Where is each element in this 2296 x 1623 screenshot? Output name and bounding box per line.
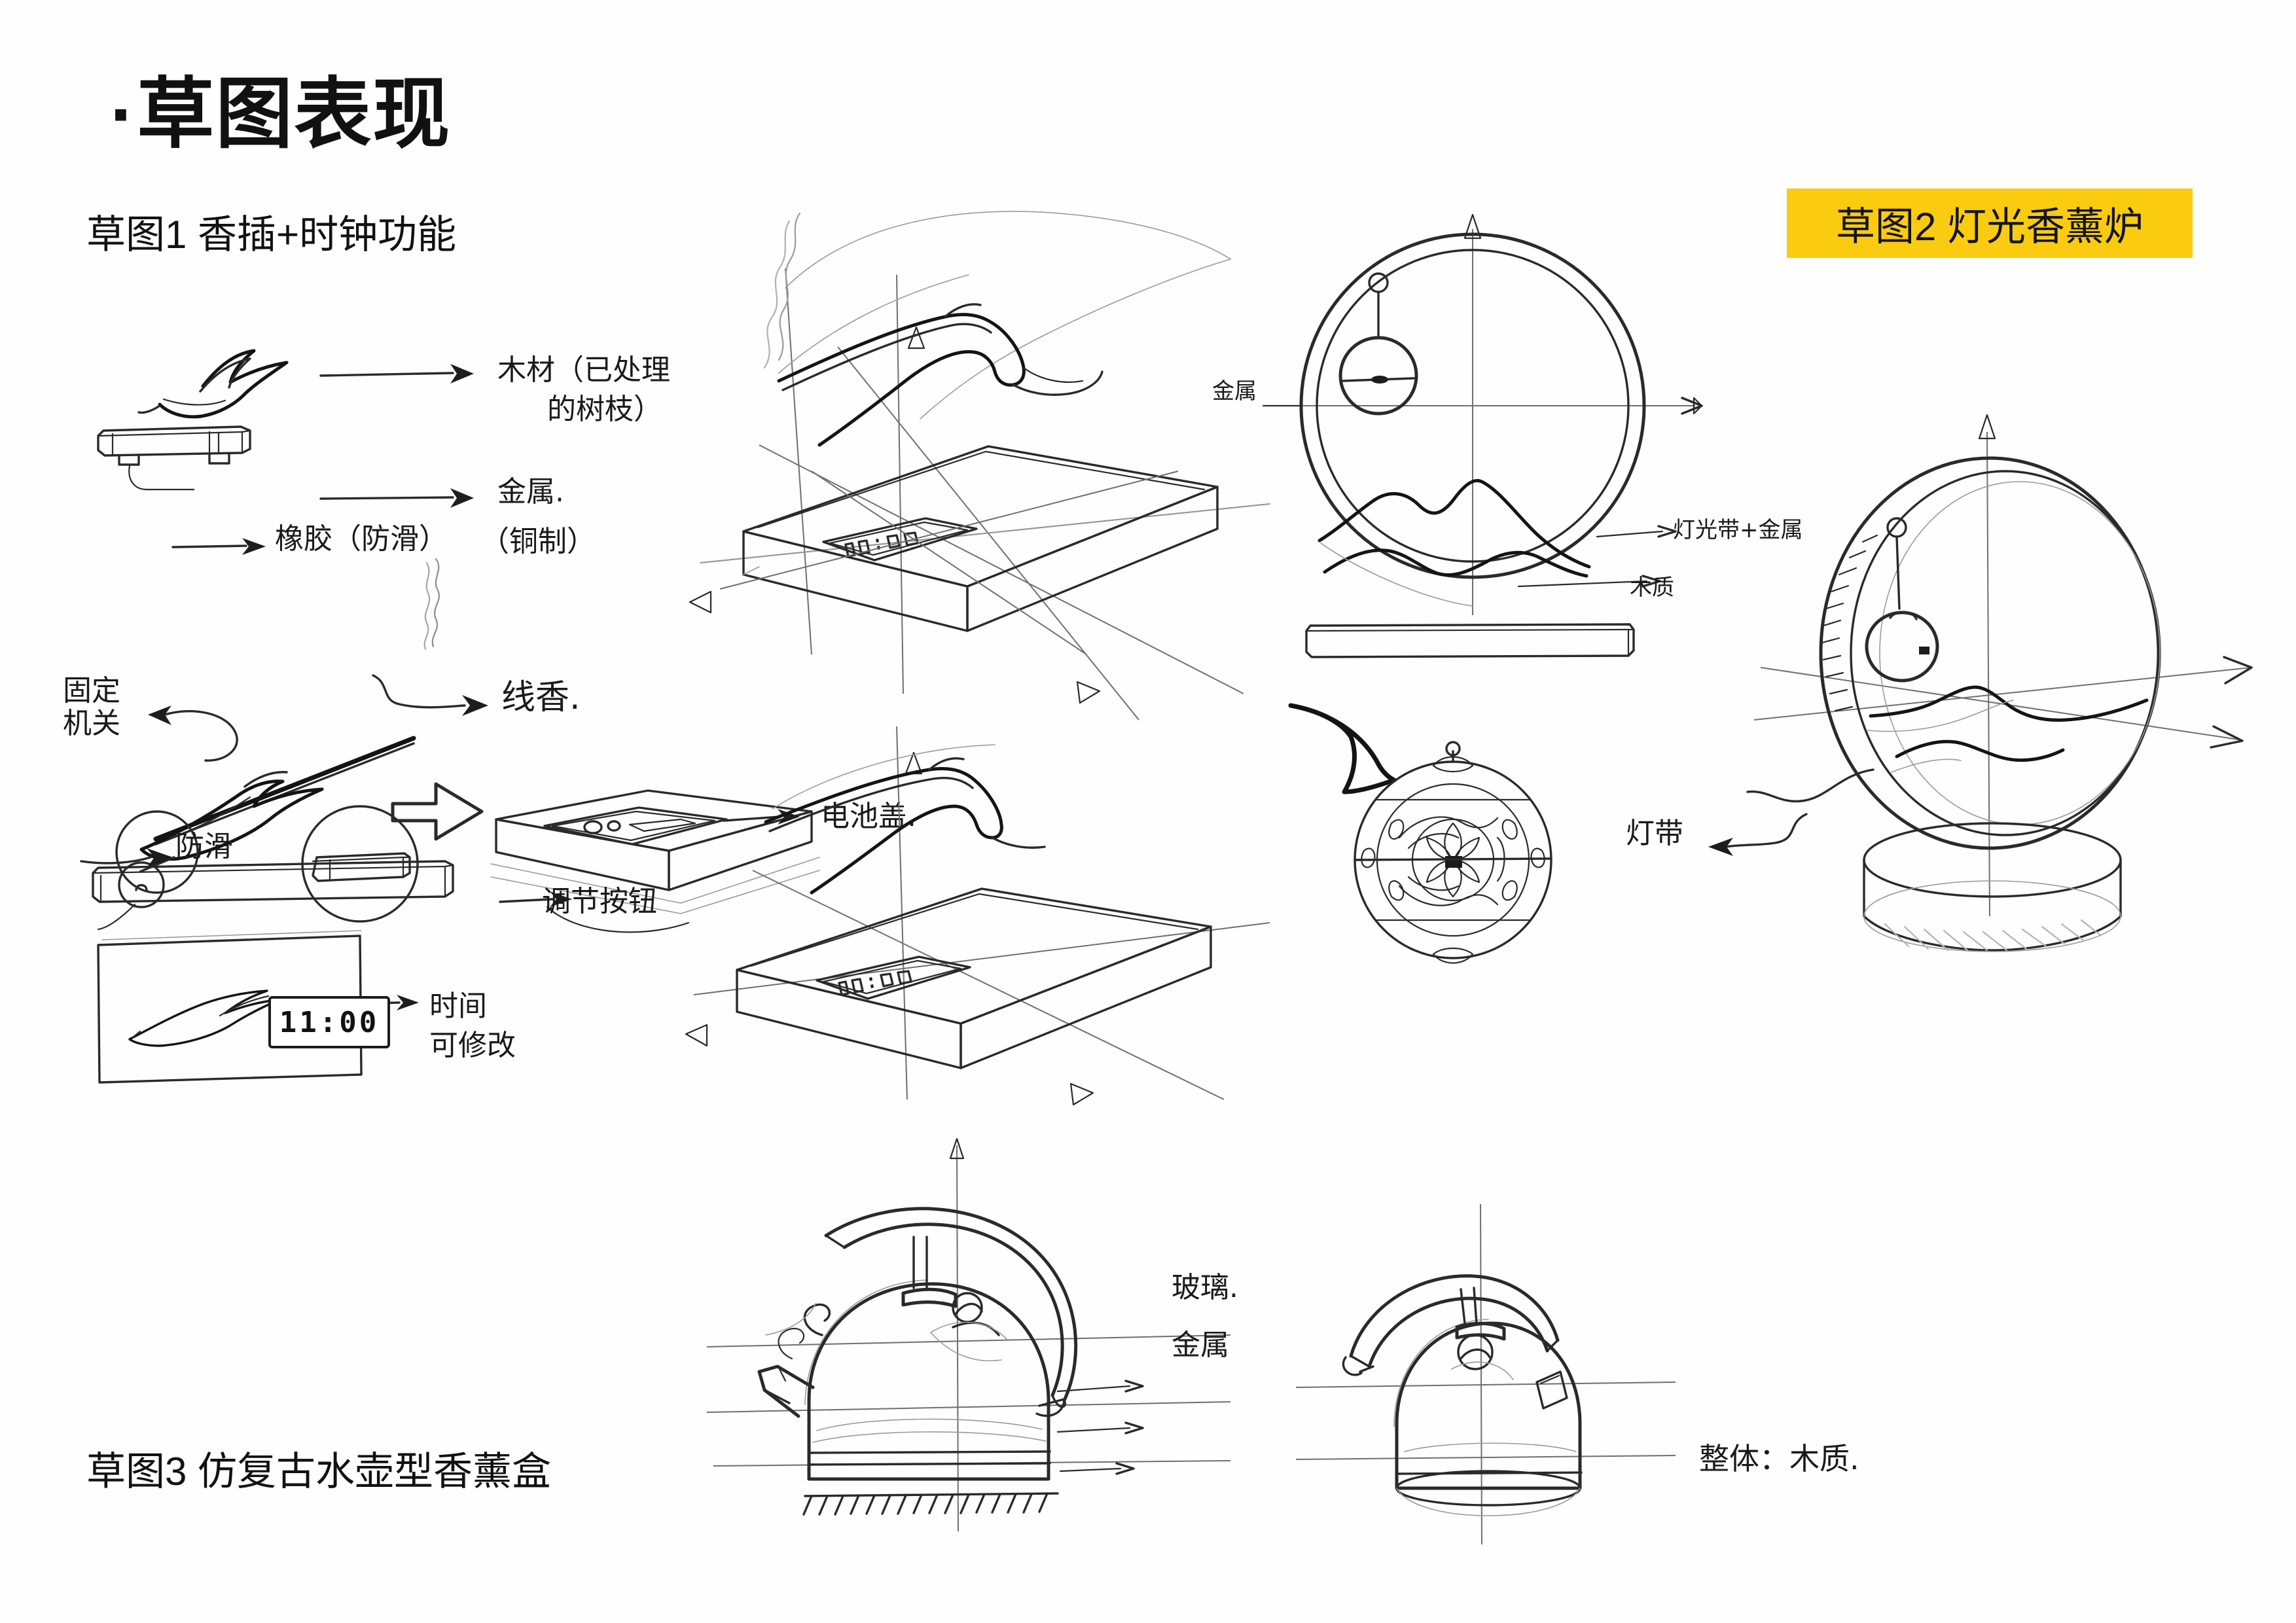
- annotation-wood: 木材（已处理: [497, 353, 670, 387]
- sketch1-fix-mechanism-leader: [128, 698, 272, 776]
- annotation-time-line1: 时间: [429, 990, 487, 1023]
- sketch1-clock-frame: [92, 923, 497, 1119]
- annotation-rubber: 橡胶（防滑）: [275, 522, 448, 556]
- clock-display-small: 11:00: [268, 996, 390, 1048]
- annotation-s2-wood: 木质: [1630, 575, 1674, 601]
- annotation-metal-copper: （铜制）: [480, 525, 596, 558]
- sketch1-antislip-arrow: [77, 831, 208, 883]
- sketch1-label: 草图1 香插+时钟功能: [86, 213, 457, 257]
- annotation-adjust-button: 调节按钮: [542, 885, 657, 918]
- sketch3-kettle-main: [694, 1137, 1244, 1544]
- sketch2-base-plank: [1302, 615, 1643, 674]
- annotation-light-strip: 灯带: [1626, 817, 1683, 850]
- annotation-glass: 玻璃.: [1172, 1271, 1238, 1304]
- annotation-time-line2: 可修改: [429, 1029, 516, 1062]
- sketch1-battery-base-detail: [484, 779, 825, 942]
- annotation-fix-mechanism-line1: 固定: [63, 674, 120, 707]
- sketch2-ornate-medallion: [1335, 740, 1571, 975]
- sketch1-assembly-view: [79, 641, 537, 931]
- sketch1-incense-leader: [367, 654, 537, 759]
- annotation-fix-mechanism-line2: 机关: [63, 707, 120, 740]
- sketch1-process-arrow: [380, 759, 511, 864]
- page-title: ·草图表现: [110, 71, 452, 158]
- sketch2-process-arrow: [1276, 694, 1433, 825]
- sketch1-material-arrows: [314, 353, 511, 550]
- annotation-s2-metal: 金属: [1212, 378, 1257, 404]
- sketch1-perspective-view-bottom: [681, 707, 1283, 1113]
- sketch2-label: 草图2 灯光香薰炉: [1835, 204, 2144, 249]
- sketch1-branch-side-view: [79, 314, 484, 530]
- sketch2-light-strip-arrow: [1689, 805, 1820, 883]
- sketch2-front-elevation: [1244, 209, 1703, 654]
- sketch2-perspective-lamp: [1728, 393, 2291, 982]
- sketch3-kettle-perspective: [1283, 1191, 1689, 1558]
- annotation-light-strip-metal: 灯光带+金属: [1673, 517, 1803, 543]
- sketch3-label: 草图3 仿复古水壶型香薰盒: [86, 1450, 552, 1493]
- sketch1-perspective-view-top: [681, 196, 1283, 721]
- annotation-incense: 线香.: [501, 678, 581, 717]
- sketch2-label-badge: 草图2 灯光香薰炉: [1787, 188, 2193, 258]
- annotation-wood-detail: 的树枝）: [547, 393, 662, 426]
- annotation-metal: 金属.: [497, 475, 564, 508]
- annotation-overall-material: 整体：木质.: [1699, 1441, 1859, 1476]
- annotation-s3-metal: 金属: [1172, 1329, 1229, 1362]
- annotation-antislip: 防滑: [175, 830, 233, 863]
- sketch1-smoke: [308, 550, 491, 720]
- sketch1-rubber-arrow: [168, 524, 285, 569]
